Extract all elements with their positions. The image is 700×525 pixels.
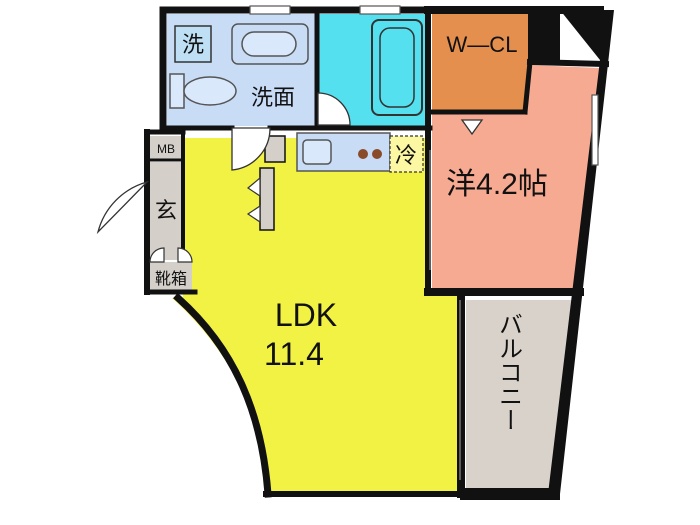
ldk-area — [172, 138, 458, 492]
kitchen-sink — [302, 139, 332, 165]
toilet-bowl — [183, 76, 237, 106]
balcony-bottom-wall — [460, 488, 560, 500]
stove-burner-right — [372, 149, 382, 159]
entrance-label: 玄 — [155, 198, 177, 223]
sliding-doors — [429, 150, 461, 480]
walls — [144, 6, 610, 498]
western-room-label: 洋4.2帖 — [446, 168, 548, 201]
pantry-door-marks — [246, 176, 261, 224]
ldk-size-label: 11.4 — [264, 336, 324, 372]
walk-in-closet-label: W—CL — [447, 32, 518, 57]
sink-basin — [241, 31, 297, 57]
refrigerator-space — [389, 135, 424, 173]
stove-burner-left — [358, 149, 368, 159]
washing-machine-box — [174, 25, 212, 63]
balcony-label: バルコニー — [495, 312, 522, 432]
refrigerator-label: 冷 — [395, 143, 417, 168]
bathtub-inner — [379, 27, 415, 108]
meter-box-label: MB — [157, 142, 175, 156]
washing-machine-label: 洗 — [182, 32, 204, 57]
bathtub — [371, 19, 423, 116]
shoe-box-area — [150, 262, 192, 292]
ldk-name-label: LDK — [275, 297, 337, 333]
meter-box-area — [150, 136, 182, 160]
shoe-box-doors — [149, 247, 193, 263]
pantry-shelf — [259, 167, 275, 231]
wcl-dark-corner — [528, 10, 560, 62]
windows — [249, 5, 599, 166]
shoe-box-label: 靴箱 — [155, 270, 187, 288]
walk-in-closet-area — [432, 14, 529, 112]
door-swings — [96, 92, 484, 235]
washroom-label: 洗面 — [251, 85, 295, 110]
balcony-area — [466, 300, 575, 488]
toilet-tank — [169, 73, 185, 109]
entrance-area — [150, 162, 183, 260]
